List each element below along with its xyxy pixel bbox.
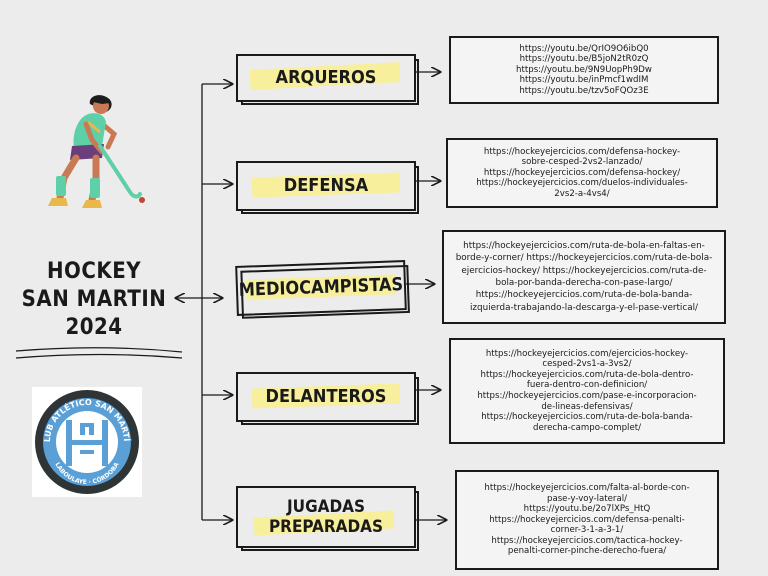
title-line-2: SAN MARTIN <box>21 287 167 312</box>
category-box-defensa: DEFENSA <box>236 161 419 214</box>
links-text-mediocampistas[interactable]: https://hockeyejercicios.com/ruta-de-bol… <box>455 240 713 313</box>
category-box-arqueros: ARQUEROS <box>236 54 419 105</box>
links-box-defensa: https://hockeyejercicios.com/defensa-hoc… <box>446 138 718 208</box>
category-label-jugadas-preparadas: JUGADAS PREPARADAS <box>268 497 384 537</box>
category-box-mediocampistas: MEDIOCAMPISTAS <box>235 260 410 319</box>
category-label-defensa: DEFENSA <box>283 175 369 196</box>
title-line-3: 2024 <box>65 315 123 340</box>
club-logo-box: CLUB ATLÉTICO SAN MARTÍN LABOULAYE · CÓR… <box>29 380 142 497</box>
club-logo: CLUB ATLÉTICO SAN MARTÍN LABOULAYE · CÓR… <box>29 380 139 494</box>
page-title: HOCKEY SAN MARTIN 2024 <box>14 258 174 342</box>
category-label-arqueros: ARQUEROS <box>275 67 377 88</box>
category-box-delanteros: DELANTEROS <box>236 372 419 425</box>
title-underline <box>15 347 183 359</box>
links-text-delanteros[interactable]: https://hockeyejercicios.com/ejercicios-… <box>477 348 697 433</box>
title-line-1: HOCKEY <box>46 259 142 284</box>
category-box-jugadas-preparadas: JUGADAS PREPARADAS <box>236 486 419 551</box>
links-text-jugadas-preparadas[interactable]: https://hockeyejercicios.com/falta-al-bo… <box>484 482 690 557</box>
links-box-arqueros: https://youtu.be/QrIO9O6ibQ0 https://you… <box>449 36 719 104</box>
category-label-delanteros: DELANTEROS <box>265 386 387 407</box>
links-box-mediocampistas: https://hockeyejercicios.com/ruta-de-bol… <box>442 230 726 324</box>
category-label-mediocampistas: MEDIOCAMPISTAS <box>238 274 404 301</box>
links-box-jugadas-preparadas: https://hockeyejercicios.com/falta-al-bo… <box>455 470 719 570</box>
links-box-delanteros: https://hockeyejercicios.com/ejercicios-… <box>449 338 725 444</box>
links-text-defensa[interactable]: https://hockeyejercicios.com/defensa-hoc… <box>476 146 688 199</box>
links-text-arqueros[interactable]: https://youtu.be/QrIO9O6ibQ0 https://you… <box>516 43 652 96</box>
hockey-player-illustration <box>48 95 145 208</box>
